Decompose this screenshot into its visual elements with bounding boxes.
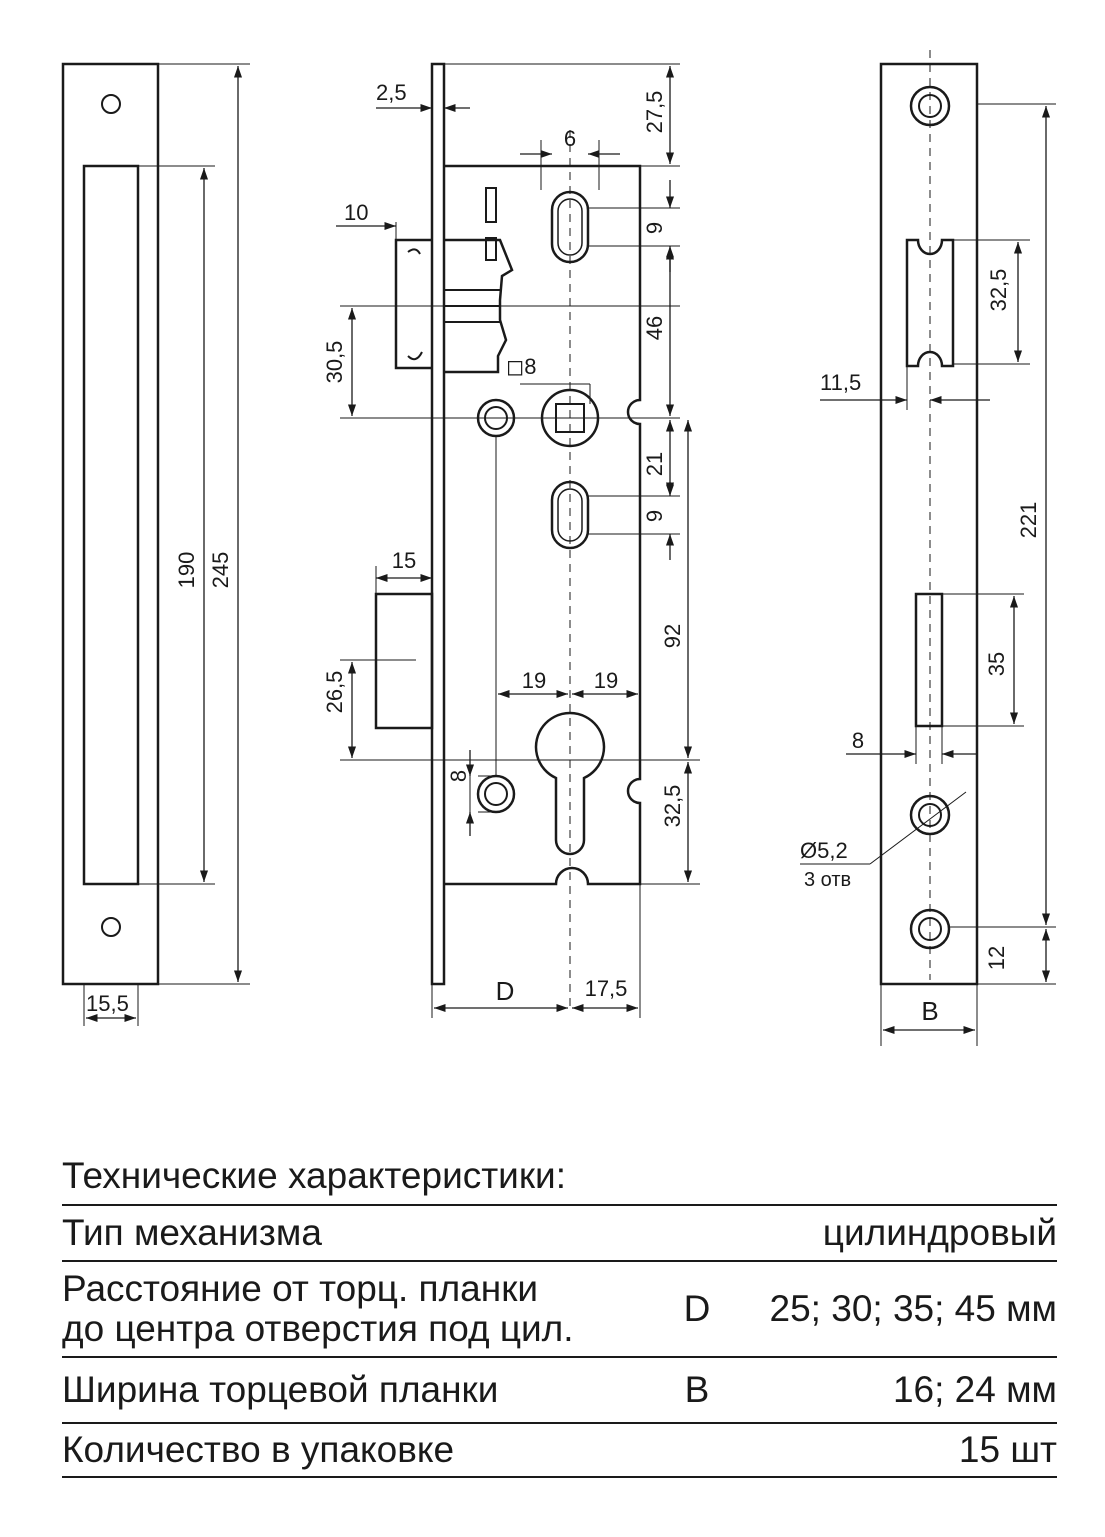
spec-value: 15 шт <box>958 1429 1057 1470</box>
lock-case <box>444 164 642 886</box>
label-hole-count: 3 отв <box>804 869 851 891</box>
label-latch-opening: 32,5 <box>986 269 1011 312</box>
strike-plate-outline <box>879 62 979 986</box>
spec-label-line2: до центра отверстия под цил. <box>62 1308 574 1349</box>
latch-mechanism <box>444 238 514 374</box>
label-deadbolt-height: 26,5 <box>322 671 347 714</box>
label-hole-diameter: Ø5,2 <box>800 838 848 863</box>
spec-label: Тип механизма <box>62 1212 322 1253</box>
label-cylinder-to-bottom: 32,5 <box>660 785 685 828</box>
faceplate-top-hole <box>101 94 121 114</box>
bottom-slot <box>550 480 590 550</box>
deadbolt <box>374 592 434 730</box>
spec-value: цилиндровый <box>822 1212 1057 1253</box>
label-plate-thickness: 2,5 <box>376 80 407 105</box>
label-faceplate-total-length: 245 <box>208 552 233 589</box>
spec-label-line1: Расстояние от торц. планки <box>62 1268 539 1309</box>
label-screw-hole: 8 <box>446 770 471 782</box>
label-latch-center-to-spindle: 30,5 <box>322 341 347 384</box>
faceplate-opening <box>82 164 140 886</box>
strike-bolt-opening <box>914 592 944 728</box>
faceplate-outline <box>61 62 160 986</box>
faceplate-view <box>61 62 250 1026</box>
label-bolt-offset: 8 <box>852 728 864 753</box>
cylinder-hole <box>534 711 606 856</box>
latch-bolt <box>394 238 432 370</box>
spec-label: Ширина торцевой планки <box>62 1369 499 1410</box>
spec-value: 25; 30; 35; 45 мм <box>769 1288 1057 1329</box>
spec-row-quantity: Количество в упаковке 15 шт <box>62 1424 1057 1478</box>
spec-symbol: B <box>684 1369 710 1410</box>
label-top-offset: 27,5 <box>642 91 667 134</box>
spec-row-mechanism: Тип механизма цилиндровый <box>62 1206 1057 1262</box>
spec-row-backset: Расстояние от торц. планки до центра отв… <box>62 1262 1057 1358</box>
technical-drawing: 15,5 190 245 2,5 27,5 6 9 10 46 30,5 ◻8 … <box>61 50 1056 1046</box>
label-square-spindle: ◻8 <box>506 354 537 379</box>
faceplate-bottom-hole <box>101 917 121 937</box>
spec-label: Расстояние от торц. планки до центра отв… <box>62 1269 667 1349</box>
label-hole-offset-right: 19 <box>594 668 618 693</box>
spec-row-plate-width: Ширина торцевой планки B 16; 24 мм <box>62 1358 1057 1424</box>
front-plate <box>430 62 446 986</box>
spec-table: Технические характеристики: Тип механизм… <box>62 1152 1057 1478</box>
strike-plate-view <box>800 50 1056 1046</box>
label-bolt-opening: 35 <box>984 652 1009 676</box>
strike-top-hole <box>909 85 951 127</box>
lower-screw-hole <box>476 774 516 814</box>
spec-label: Количество в упаковке <box>62 1429 455 1470</box>
top-slot <box>550 190 590 264</box>
lock-body-view <box>336 62 700 1018</box>
label-opening-offset: 11,5 <box>820 370 861 395</box>
label-slot-height-top: 9 <box>642 222 667 234</box>
spec-symbol: D <box>683 1288 711 1329</box>
label-latch-projection: 10 <box>344 200 368 225</box>
label-body-half-width: 17,5 <box>585 976 628 1001</box>
spec-value: 16; 24 мм <box>892 1369 1057 1410</box>
label-slot-height-bottom: 9 <box>642 510 667 522</box>
spec-title: Технические характеристики: <box>62 1152 1057 1206</box>
label-hole-spacing: 221 <box>1016 502 1041 539</box>
label-width-symbol: B <box>921 996 938 1026</box>
label-spindle-to-slot: 21 <box>642 452 667 476</box>
strike-latch-opening <box>905 238 955 368</box>
strike-middle-hole <box>909 794 951 836</box>
strike-bottom-hole <box>909 908 951 950</box>
label-latch-to-spindle: 46 <box>642 316 667 340</box>
label-faceplate-width: 15,5 <box>86 991 129 1016</box>
label-spindle-to-cylinder: 92 <box>660 624 685 648</box>
label-faceplate-inner-length: 190 <box>174 552 199 589</box>
label-slot-width: 6 <box>564 126 576 151</box>
label-deadbolt-projection: 15 <box>392 548 416 573</box>
label-edge-offset: 12 <box>984 946 1009 970</box>
label-hole-offset-left: 19 <box>522 668 546 693</box>
label-backset-symbol: D <box>496 976 515 1006</box>
